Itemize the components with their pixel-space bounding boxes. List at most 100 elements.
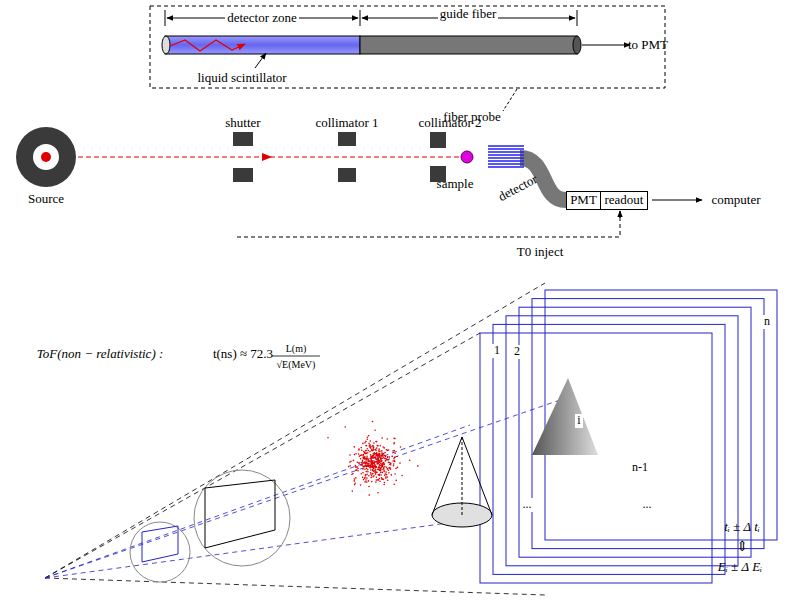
particle-dot (379, 467, 381, 469)
particle-dot (359, 455, 361, 457)
particle-dot (378, 467, 380, 469)
particle-dot (367, 437, 369, 439)
particle-dot (382, 472, 384, 474)
particle-dot (362, 468, 364, 470)
particle-dot (376, 461, 378, 463)
particle-dot (369, 465, 371, 467)
particle-dot (372, 463, 374, 465)
particle-dot (367, 463, 369, 465)
particle-dot (385, 456, 387, 458)
particle-dot (371, 466, 373, 468)
particle-dot (382, 463, 384, 465)
particle-dot (349, 465, 351, 467)
particle-dot (364, 456, 366, 458)
particle-dot (383, 447, 385, 449)
particle-dot (368, 465, 370, 467)
particle-dot (355, 465, 357, 467)
particle-dot (352, 473, 354, 475)
particle-dot (377, 462, 379, 464)
particle-dot (389, 462, 391, 464)
particle-dot (373, 447, 375, 449)
particle-dot (363, 462, 365, 464)
particle-dot (365, 462, 367, 464)
particle-dot (360, 447, 362, 449)
particle-dot (386, 459, 388, 461)
particle-dot (371, 481, 373, 483)
particle-dot (376, 471, 378, 473)
particle-dot (394, 461, 396, 463)
particle-dot (381, 454, 383, 456)
particle-dot (387, 468, 389, 470)
detector-plane (545, 290, 777, 540)
particle-dot (370, 464, 372, 466)
particle-dot (377, 458, 379, 460)
particle-dot (361, 462, 363, 464)
particle-dot (368, 494, 370, 496)
label: to PMT (628, 38, 668, 52)
label: detector (496, 172, 540, 204)
label: computer (711, 193, 760, 207)
box-label: readout (605, 193, 644, 207)
particle-dot (379, 455, 381, 457)
particle-dot (374, 460, 376, 462)
particle-dot (367, 460, 369, 462)
particle-dot (377, 492, 379, 494)
particle-dot (383, 479, 385, 481)
particle-dot (375, 465, 377, 467)
inset-frame (150, 6, 665, 88)
particle-dot (372, 455, 374, 457)
label: ... (641, 498, 654, 511)
particle-dot (381, 460, 383, 462)
particle-dot (368, 486, 370, 488)
particle-dot (377, 479, 379, 481)
particle-dot (378, 467, 380, 469)
particle-dot (357, 461, 359, 463)
instrument-box: readout (601, 191, 648, 210)
particle-dot (373, 463, 375, 465)
particle-dot (365, 458, 367, 460)
particle-dot (368, 463, 370, 465)
particle-dot (370, 440, 372, 442)
particle-dot (358, 448, 360, 450)
particle-dot (372, 460, 374, 462)
particle-dot (368, 435, 370, 437)
fiber-strand (488, 145, 524, 147)
particle-dot (365, 465, 367, 467)
particle-dot (370, 454, 372, 456)
particle-dot (370, 477, 372, 479)
particle-dot (381, 437, 383, 439)
particle-dot (380, 469, 382, 471)
particle-dot (371, 459, 373, 461)
particle-dot (378, 459, 380, 461)
particle-dot (372, 462, 374, 464)
particle-dot (373, 468, 375, 470)
particle-dot (395, 468, 397, 470)
particle-dot (387, 456, 389, 458)
particle-dot (380, 474, 382, 476)
label: tᵢ ± Δ tᵢ (724, 520, 760, 534)
particle-dot (366, 477, 368, 479)
particle-dot (365, 463, 367, 465)
label: t(ns) ≈ 72.3 (213, 347, 273, 361)
particle-dot (364, 461, 366, 463)
particle-dot (358, 449, 360, 451)
particle-dot (409, 459, 411, 461)
particle-dot (382, 469, 384, 471)
particle-dot (373, 449, 375, 451)
particle-dot (367, 471, 369, 473)
particle-dot (379, 474, 381, 476)
particle-dot (370, 458, 372, 460)
particle-dot (384, 466, 386, 468)
particle-dot (363, 451, 365, 453)
particle-dot (364, 478, 366, 480)
particle-dot (376, 479, 378, 481)
particle-dot (376, 459, 378, 461)
particle-dot (366, 458, 368, 460)
particle-dot (382, 463, 384, 465)
particle-dot (372, 421, 374, 423)
particle-dot (393, 463, 395, 465)
particle-dot (379, 469, 381, 471)
label: ... (521, 498, 534, 511)
particle-dot (389, 467, 391, 469)
particle-dot (380, 458, 382, 460)
